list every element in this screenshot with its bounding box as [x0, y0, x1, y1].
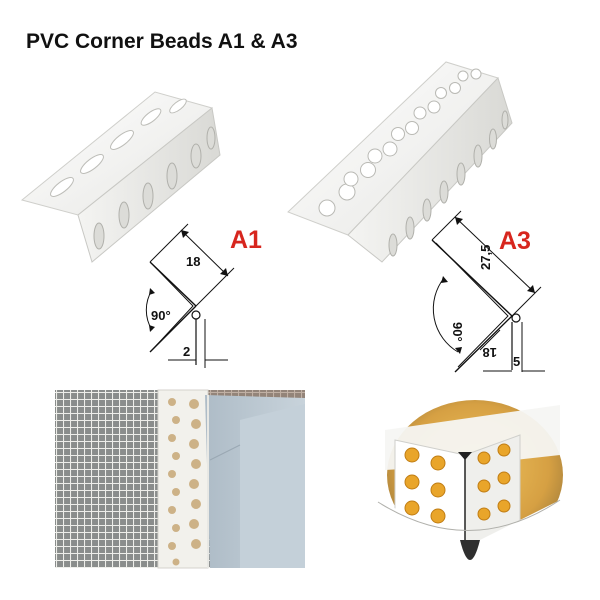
a3-technical-drawing [431, 210, 545, 373]
a3-angle-label: 90° [450, 322, 465, 342]
a1-angle-label: 90° [151, 308, 171, 323]
page-title: PVC Corner Beads A1 & A3 [26, 30, 298, 53]
a1-leg-label: 18 [186, 254, 200, 269]
a3-small-label: 18 [483, 345, 497, 360]
a3-nose-label: 5 [513, 354, 520, 369]
a1-profile-image [20, 91, 221, 263]
a3-code: A3 [499, 227, 531, 255]
a1-code: A1 [230, 226, 262, 254]
corner-detail-image [377, 400, 563, 575]
a1-technical-drawing [145, 223, 235, 368]
installation-photo [55, 389, 305, 569]
a3-leg-label: 27,5 [478, 245, 493, 270]
a3-profile-image [287, 61, 513, 263]
a1-nose-label: 2 [183, 344, 190, 359]
